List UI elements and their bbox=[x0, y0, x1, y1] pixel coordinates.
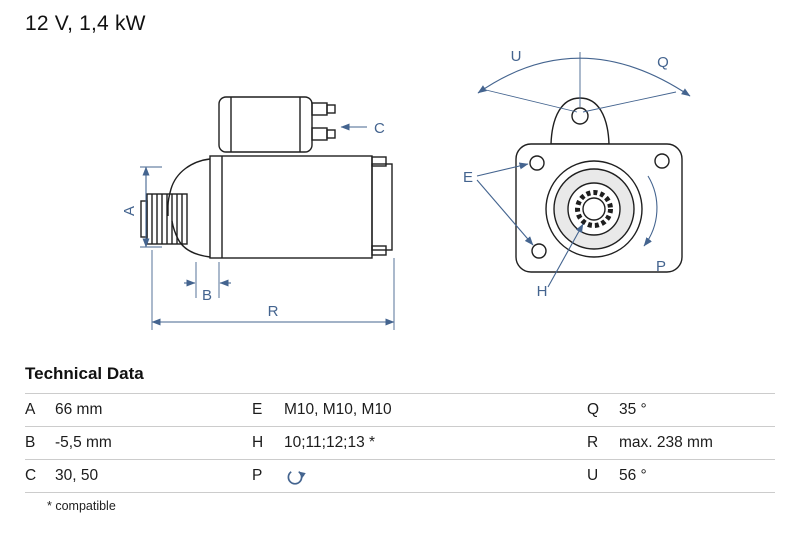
dim-label-p: P bbox=[656, 258, 666, 275]
dim-label-u: U bbox=[511, 48, 522, 65]
compatibility-footnote: * compatible bbox=[47, 499, 116, 513]
side-view-drawing bbox=[140, 96, 393, 259]
spec-h-label: H bbox=[252, 426, 284, 460]
spec-q-value: 35 ° bbox=[619, 393, 775, 427]
callout-p: P bbox=[643, 175, 666, 275]
spec-e-value: M10, M10, M10 bbox=[284, 393, 587, 427]
spec-e-label: E bbox=[252, 393, 284, 427]
technical-data-section: Technical Data A 66 mm E M10, M10, M10 Q… bbox=[25, 364, 775, 513]
technical-drawing: A B R C bbox=[121, 48, 691, 330]
spec-b-label: B bbox=[25, 426, 55, 460]
table-row: B -5,5 mm H 10;11;12;13 * R max. 238 mm bbox=[25, 426, 775, 460]
spec-p-value bbox=[284, 459, 587, 493]
spec-a-value: 66 mm bbox=[55, 393, 252, 427]
spec-u-label: U bbox=[587, 459, 619, 493]
dim-label-e: E bbox=[463, 169, 473, 186]
spec-h-value: 10;11;12;13 * bbox=[284, 426, 587, 460]
table-row: C 30, 50 P U 56 ° bbox=[25, 459, 775, 493]
table-row: A 66 mm E M10, M10, M10 Q 35 ° bbox=[25, 393, 775, 427]
page-title: 12 V, 1,4 kW bbox=[25, 12, 146, 35]
rotation-direction-icon bbox=[287, 471, 306, 485]
spec-q-label: Q bbox=[587, 393, 619, 427]
dimension-b: B bbox=[184, 262, 231, 304]
technical-data-heading: Technical Data bbox=[25, 364, 144, 383]
dim-label-b: B bbox=[202, 287, 212, 304]
dim-label-c: C bbox=[374, 120, 385, 137]
spec-c-value: 30, 50 bbox=[55, 459, 252, 493]
spec-table: A 66 mm E M10, M10, M10 Q 35 ° B -5,5 mm… bbox=[25, 393, 775, 493]
dimension-a: A bbox=[121, 166, 162, 248]
dim-label-q: Q bbox=[657, 54, 669, 71]
callout-h: H bbox=[537, 223, 584, 300]
spec-b-value: -5,5 mm bbox=[55, 426, 252, 460]
spec-a-label: A bbox=[25, 393, 55, 427]
front-view-drawing bbox=[515, 97, 683, 273]
callout-e: E bbox=[463, 162, 534, 246]
spec-c-label: C bbox=[25, 459, 55, 493]
spec-p-label: P bbox=[252, 459, 284, 493]
dim-label-a: A bbox=[121, 206, 138, 216]
callout-c: C bbox=[340, 120, 385, 137]
dimension-r: R bbox=[151, 250, 395, 330]
spec-r-label: R bbox=[587, 426, 619, 460]
angle-u-q: U Q bbox=[477, 48, 691, 113]
dim-label-r: R bbox=[268, 303, 279, 320]
dim-label-h: H bbox=[537, 283, 548, 300]
spec-r-value: max. 238 mm bbox=[619, 426, 775, 460]
spec-u-value: 56 ° bbox=[619, 459, 775, 493]
